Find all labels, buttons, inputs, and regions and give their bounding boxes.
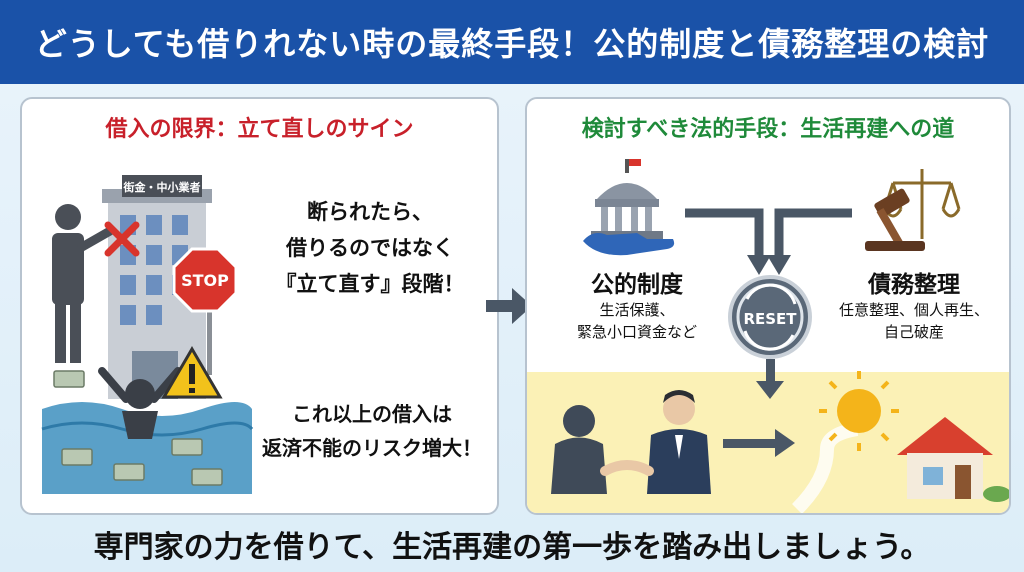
money-bill-icon bbox=[53, 370, 223, 486]
reset-label: RESET bbox=[743, 310, 797, 328]
x-mark-icon bbox=[104, 221, 140, 257]
public-system-label: 公的制度 生活保護、 緊急小口資金など bbox=[576, 272, 697, 341]
stop-sign-icon bbox=[172, 247, 238, 375]
page-title: どうしても借りれない時の最終手段！公的制度と債務整理の検討 bbox=[34, 25, 990, 63]
reset-icon bbox=[728, 275, 812, 359]
arrow-down-icon bbox=[756, 381, 784, 399]
house-icon bbox=[897, 417, 1009, 502]
header-bar: どうしても借りれない時の最終手段！公的制度と債務整理の検討 bbox=[0, 0, 1024, 84]
legal-path-illustration: RESET bbox=[551, 159, 1009, 513]
gavel-icon bbox=[865, 188, 925, 251]
rebuild-message: 断られたら、 借りるのではなく 『立て直す』段階！ bbox=[275, 200, 465, 296]
warning-sign-icon bbox=[161, 346, 223, 399]
right-panel: 検討すべき法的手段：生活再建への道 bbox=[525, 97, 1011, 515]
government-building-icon bbox=[591, 159, 663, 239]
sun-icon bbox=[819, 371, 899, 451]
left-panel: 借入の限界：立て直しのサイン 街金・中小業者 bbox=[20, 97, 499, 515]
left-panel-title: 借入の限界：立て直しのサイン bbox=[105, 117, 414, 142]
handshake-people-icon bbox=[551, 390, 711, 494]
person-icon bbox=[52, 204, 115, 363]
helping-hand-icon bbox=[583, 233, 675, 256]
arrow-right-icon bbox=[486, 288, 532, 324]
debt-settlement-label: 債務整理 任意整理、個人再生、 自己破産 bbox=[838, 272, 989, 341]
drowning-person-icon bbox=[98, 367, 182, 439]
arrow-forward-icon bbox=[775, 429, 795, 457]
right-panel-title: 検討すべき法的手段：生活再建への道 bbox=[581, 117, 955, 142]
footer-message: 専門家の力を借りて、生活再建の第一歩を踏み出しましょう。 bbox=[93, 530, 931, 565]
building-sign-text: 街金・中小業者 bbox=[123, 180, 201, 194]
risk-message: これ以上の借入は 返済不能のリスク増大！ bbox=[262, 402, 482, 460]
stop-sign-text: STOP bbox=[181, 271, 229, 290]
rejected-person-illustration: 街金・中小業者 STOP bbox=[41, 175, 254, 494]
converge-arrows bbox=[685, 208, 852, 259]
